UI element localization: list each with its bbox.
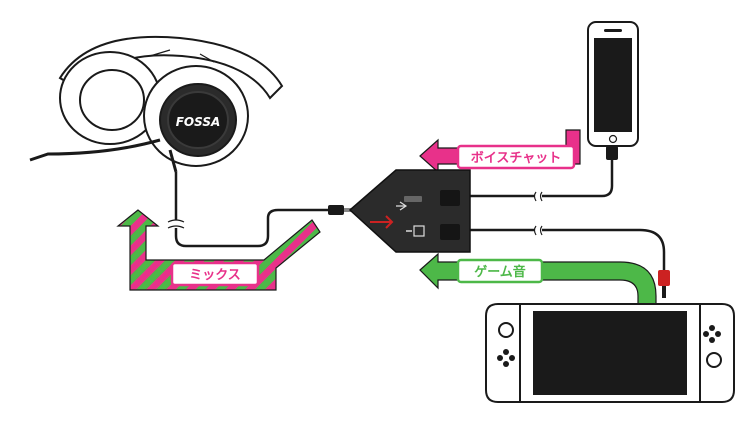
- mix-arrow: [116, 209, 321, 291]
- voice-chat-label-box: ボイスチャット: [456, 144, 576, 170]
- smartphone-icon: [587, 21, 639, 147]
- headset-icon: [29, 35, 284, 173]
- cable-break-marks: [167, 191, 543, 236]
- mix-label-box: ミックス: [170, 261, 260, 287]
- game-audio-label: ゲーム音: [474, 264, 526, 280]
- audio-splitter-icon: [348, 169, 471, 253]
- phone-plug: [606, 146, 618, 160]
- console-plug: [658, 270, 670, 298]
- game-audio-label-box: ゲーム音: [456, 258, 544, 284]
- mix-label: ミックス: [189, 268, 241, 283]
- game-console-icon: [485, 303, 735, 403]
- headset-brand-logo: FOSSA: [176, 115, 221, 129]
- cables: [174, 152, 666, 276]
- voice-chat-label: ボイスチャット: [471, 150, 561, 166]
